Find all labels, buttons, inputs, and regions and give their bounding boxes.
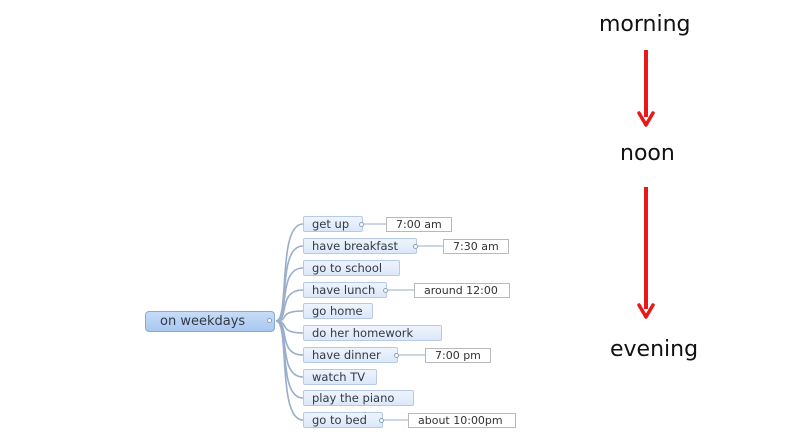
timeline-label-morning: morning <box>599 12 691 37</box>
time-detail-node[interactable]: 7:00 am <box>386 217 452 232</box>
down-arrow-icon <box>637 50 655 127</box>
time-detail-node[interactable]: 7:30 am <box>443 239 509 254</box>
time-detail-node[interactable]: about 10:00pm <box>408 413 516 428</box>
root-collapse-icon[interactable] <box>267 318 272 323</box>
root-task-connector <box>275 320 304 421</box>
task-collapse-icon[interactable] <box>379 418 384 423</box>
task-node[interactable]: go to school <box>303 260 400 276</box>
time-detail-label: 7:00 pm <box>435 349 481 362</box>
task-collapse-icon[interactable] <box>383 288 388 293</box>
root-node[interactable]: on weekdays <box>145 311 275 332</box>
task-label: have dinner <box>312 348 381 362</box>
task-label: have lunch <box>312 283 376 297</box>
time-detail-label: around 12:00 <box>424 284 498 297</box>
time-detail-label: 7:00 am <box>396 218 442 231</box>
task-node[interactable]: do her homework <box>303 325 442 341</box>
task-node[interactable]: have dinner <box>303 347 398 363</box>
task-node[interactable]: go to bed <box>303 412 383 428</box>
task-node[interactable]: watch TV <box>303 369 377 385</box>
task-node[interactable]: play the piano <box>303 390 414 406</box>
task-node[interactable]: get up <box>303 216 363 232</box>
time-detail-label: 7:30 am <box>453 240 499 253</box>
root-label: on weekdays <box>160 314 246 329</box>
task-label: watch TV <box>312 370 366 384</box>
task-node[interactable]: have lunch <box>303 282 387 298</box>
task-label: go to bed <box>312 413 367 427</box>
task-label: do her homework <box>312 326 414 340</box>
task-node[interactable]: go home <box>303 303 373 319</box>
task-node[interactable]: have breakfast <box>303 238 417 254</box>
timeline-label-noon: noon <box>620 141 675 166</box>
task-collapse-icon[interactable] <box>359 222 364 227</box>
down-arrow-icon <box>637 187 655 319</box>
task-label: get up <box>312 217 350 231</box>
task-label: play the piano <box>312 391 395 405</box>
task-label: have breakfast <box>312 239 399 253</box>
task-label: go to school <box>312 261 383 275</box>
task-collapse-icon[interactable] <box>413 244 418 249</box>
task-collapse-icon[interactable] <box>394 353 399 358</box>
task-label: go home <box>312 304 363 318</box>
time-detail-node[interactable]: around 12:00 <box>414 283 510 298</box>
timeline-label-evening: evening <box>610 337 699 362</box>
time-detail-label: about 10:00pm <box>418 414 503 427</box>
time-detail-node[interactable]: 7:00 pm <box>425 348 491 363</box>
